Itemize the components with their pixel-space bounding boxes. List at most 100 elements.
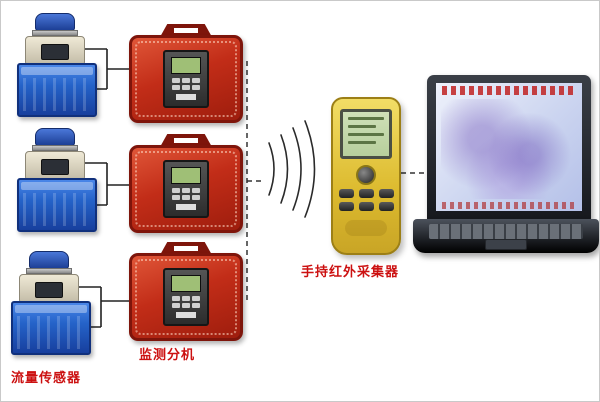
transmitter-display <box>35 282 63 298</box>
panel-lcd-screen <box>171 275 201 292</box>
handheld-key <box>378 202 394 211</box>
wireless-signal-icon <box>268 120 316 218</box>
panel-key <box>192 296 200 301</box>
panel-key <box>192 195 200 200</box>
panel-label-plate <box>176 94 196 100</box>
handheld-lcd-screen <box>340 109 392 159</box>
panel-label-plate <box>176 204 196 210</box>
signal-arc-2 <box>280 134 289 204</box>
case-handle <box>160 24 212 37</box>
sensor-transmitter <box>25 128 85 181</box>
panel-key <box>192 303 200 308</box>
lcd-text-line <box>348 141 376 144</box>
transmitter-body <box>25 36 85 66</box>
panel-keypad <box>165 296 207 308</box>
flow-sensor-unit-3 <box>11 251 95 357</box>
laptop <box>413 75 599 255</box>
panel-lcd-screen <box>171 57 201 74</box>
sensor-housing-top <box>21 67 93 75</box>
panel-lcd-screen <box>171 167 201 184</box>
signal-arc-3 <box>292 127 302 211</box>
panel-keypad <box>165 78 207 90</box>
laptop-keyboard <box>429 224 583 239</box>
sensor-transmitter <box>25 13 85 66</box>
panel-key <box>172 195 180 200</box>
sensor-housing-top <box>21 182 93 190</box>
software-footer-text <box>442 202 576 209</box>
transmitter-display <box>41 44 69 60</box>
handheld-key <box>358 202 374 211</box>
handheld-keypad <box>333 189 399 211</box>
case-handle <box>160 242 212 255</box>
flow-sensor-unit-1 <box>17 13 101 119</box>
panel-key <box>192 188 200 193</box>
case-rivets <box>135 151 237 227</box>
transmitter-collar <box>32 145 78 151</box>
panel-key <box>182 195 190 200</box>
label-monitor-unit: 监测分机 <box>139 347 196 362</box>
flow-sensor-unit-2 <box>17 128 101 234</box>
instrument-panel <box>163 160 209 218</box>
sensor-housing-top <box>15 305 87 313</box>
sensor-housing <box>17 63 97 117</box>
panel-key <box>182 78 190 83</box>
handle-slot <box>174 246 198 251</box>
instrument-panel <box>163 50 209 108</box>
signal-arc-1 <box>268 142 275 196</box>
lcd-text-line <box>348 117 384 120</box>
label-flow-sensor: 流量传感器 <box>11 370 82 385</box>
laptop-screen-bezel <box>427 75 591 221</box>
lcd-text-line <box>348 125 376 128</box>
panel-key <box>182 303 190 308</box>
case-rivets <box>135 41 237 117</box>
panel-key <box>172 85 180 90</box>
handheld-key <box>338 202 354 211</box>
handheld-key <box>378 189 394 198</box>
panel-key <box>172 296 180 301</box>
case-body <box>129 145 243 233</box>
panel-key <box>172 78 180 83</box>
transmitter-body <box>19 274 79 304</box>
transmitter-body <box>25 151 85 181</box>
transmitter-collar <box>26 268 72 274</box>
software-content-graphic <box>441 99 577 199</box>
case-body <box>129 253 243 341</box>
sensor-housing-fins <box>23 193 91 226</box>
monitor-unit-3 <box>129 242 243 341</box>
handheld-grip <box>345 220 387 236</box>
panel-key <box>192 78 200 83</box>
sensor-housing <box>11 301 91 355</box>
monitor-unit-1 <box>129 24 243 123</box>
transmitter-collar <box>32 30 78 36</box>
panel-label-plate <box>176 312 196 318</box>
sensor-housing <box>17 178 97 232</box>
panel-key <box>172 303 180 308</box>
software-title-text <box>442 86 576 95</box>
transmitter-cap-icon <box>29 251 69 269</box>
monitor-unit-2 <box>129 134 243 233</box>
panel-key <box>182 85 190 90</box>
case-rivets <box>135 259 237 335</box>
laptop-display <box>436 83 582 211</box>
instrument-panel <box>163 268 209 326</box>
handle-slot <box>174 28 198 33</box>
panel-keypad <box>165 188 207 200</box>
handheld-key <box>358 189 374 198</box>
transmitter-cap-icon <box>35 128 75 146</box>
sensor-housing-fins <box>17 316 85 349</box>
handheld-collector <box>331 97 401 255</box>
laptop-touchpad <box>485 239 527 250</box>
case-handle <box>160 134 212 147</box>
sensor-housing-fins <box>23 78 91 111</box>
case-body <box>129 35 243 123</box>
panel-key <box>182 296 190 301</box>
panel-key <box>182 188 190 193</box>
panel-key <box>172 188 180 193</box>
laptop-base <box>413 219 599 253</box>
handheld-key <box>338 189 354 198</box>
handle-slot <box>174 138 198 143</box>
panel-key <box>192 85 200 90</box>
transmitter-cap-icon <box>35 13 75 31</box>
transmitter-display <box>41 159 69 175</box>
